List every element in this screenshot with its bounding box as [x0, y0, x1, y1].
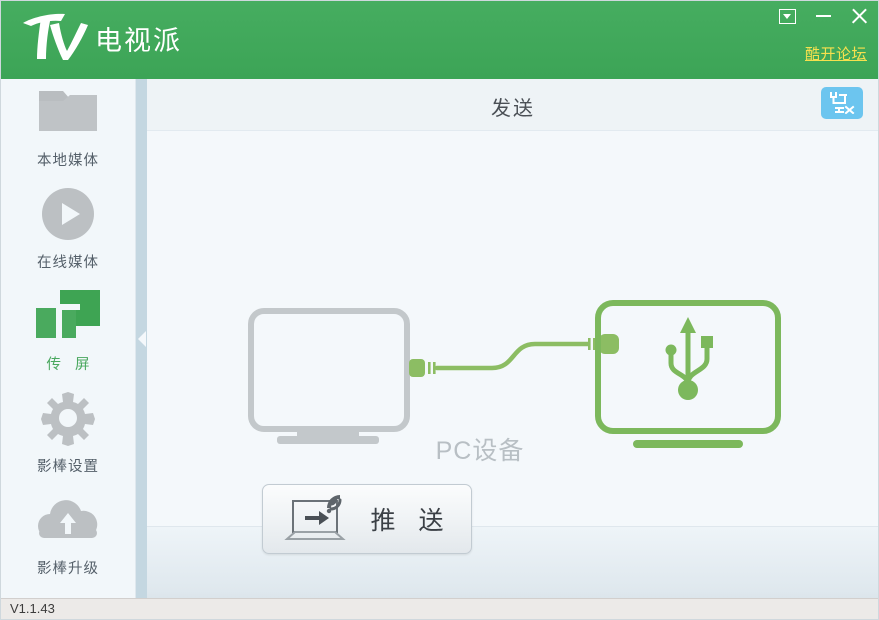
gear-icon [40, 389, 96, 447]
page-title: 发送 [491, 98, 535, 120]
chevron-left-icon [138, 331, 146, 347]
tv-device-graphic [595, 300, 781, 448]
play-circle-icon [40, 185, 96, 243]
main-header: 发送 [147, 79, 878, 131]
screen-cast-icon [36, 287, 100, 345]
minimize-icon [815, 15, 831, 17]
sidebar-item-online-media[interactable]: 在线媒体 [1, 185, 135, 285]
sidebar-item-label: 传 屏 [46, 357, 95, 373]
sidebar-item-label: 影棒升级 [37, 561, 99, 577]
push-button[interactable]: 推 送 [262, 484, 472, 554]
title-bar: 电视派 酷开论坛 [1, 1, 878, 79]
sidebar-item-label: 本地媒体 [37, 153, 99, 169]
push-button-label: 推 送 [370, 507, 452, 535]
sidebar-item-local-media[interactable]: 本地媒体 [1, 83, 135, 183]
restore-button[interactable] [776, 5, 798, 27]
close-icon [850, 7, 868, 25]
folder-icon [37, 83, 99, 141]
usb-cable-graphic [409, 334, 619, 377]
close-button[interactable] [848, 5, 870, 27]
app-logo: 电视派 [15, 9, 182, 65]
network-disconnect-button[interactable] [821, 87, 863, 119]
sidebar-item-screen-cast[interactable]: 传 屏 [1, 287, 135, 387]
window-controls [776, 5, 870, 27]
minimize-button[interactable] [812, 5, 834, 27]
action-bar: 推 送 [147, 484, 878, 600]
devices-diagram [248, 300, 781, 448]
status-bar: V1.1.43 [1, 598, 878, 619]
tv-logo-icon [15, 9, 89, 65]
forum-link[interactable]: 酷开论坛 [804, 46, 867, 63]
sidebar: 本地媒体 在线媒体 传 屏 [1, 79, 136, 599]
main-panel: 发送 [147, 79, 878, 600]
cloud-upload-icon [35, 491, 101, 549]
connection-illustration: PC设备 [147, 131, 878, 526]
version-label: V1.1.43 [10, 601, 55, 616]
pc-device-graphic [248, 308, 410, 444]
sidebar-item-label: 在线媒体 [37, 255, 99, 271]
brand-name: 电视派 [95, 25, 182, 56]
sidebar-collapse-handle[interactable] [136, 79, 147, 599]
sidebar-item-label: 影棒设置 [37, 459, 99, 475]
network-disconnect-icon [830, 92, 855, 114]
restore-icon [778, 8, 796, 24]
sidebar-item-stick-settings[interactable]: 影棒设置 [1, 389, 135, 489]
sidebar-item-stick-upgrade[interactable]: 影棒升级 [1, 491, 135, 591]
laptop-cast-icon [283, 495, 346, 540]
